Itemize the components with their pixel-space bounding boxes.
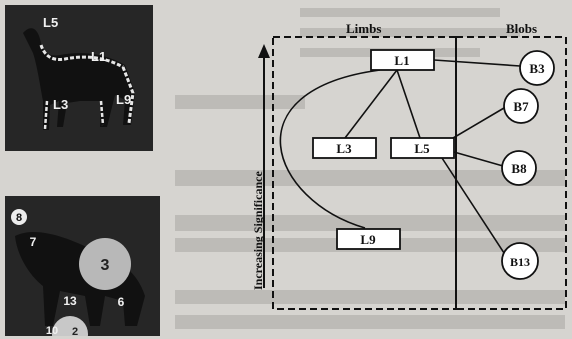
node-l9-label: L9 — [360, 232, 376, 247]
node-l5-label: L5 — [414, 141, 430, 156]
axis-arrowhead — [258, 44, 270, 58]
node-b3-label: B3 — [529, 61, 545, 76]
blobs-heading: Blobs — [506, 21, 537, 36]
node-l1-label: L1 — [394, 53, 409, 68]
node-b7-label: B7 — [513, 99, 529, 114]
node-b8-label: B8 — [511, 161, 527, 176]
limbs-heading: Limbs — [346, 21, 381, 36]
limbs-frame — [273, 37, 456, 309]
node-l3-label: L3 — [336, 141, 352, 156]
node-b13-label: B13 — [510, 255, 530, 269]
axis-label: Increasing Significance — [251, 171, 265, 290]
